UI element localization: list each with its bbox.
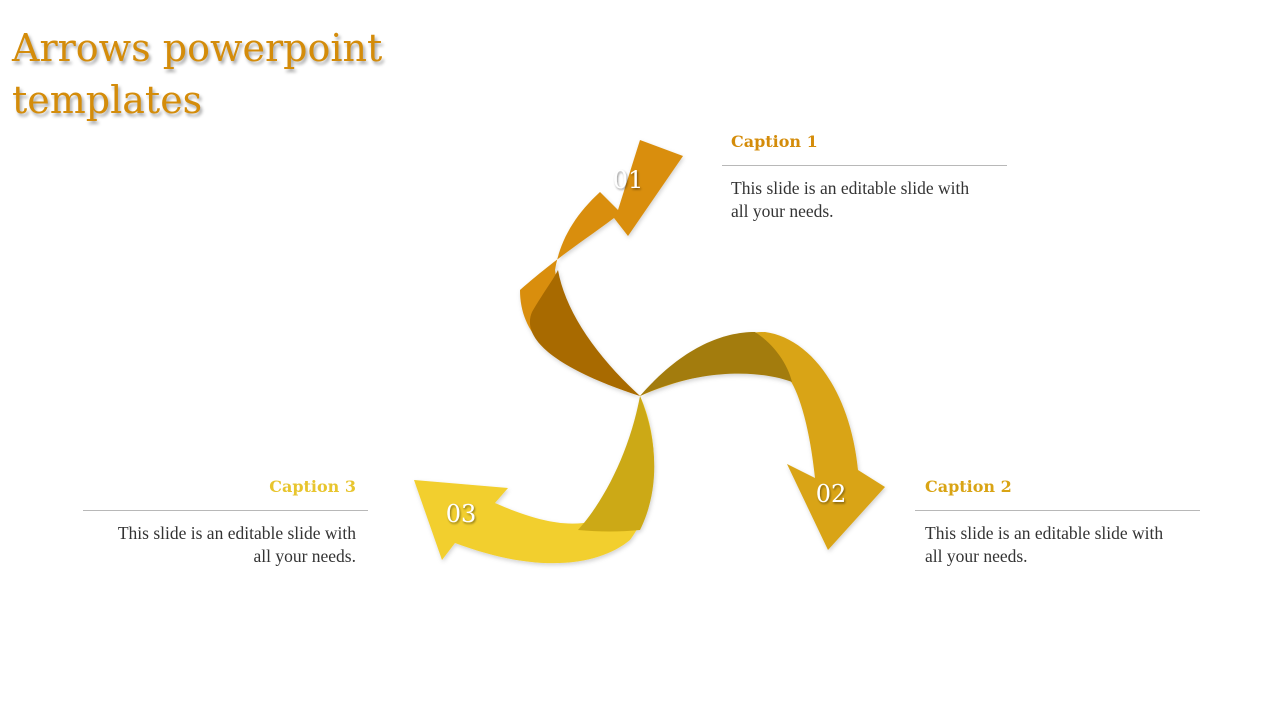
caption-2-divider (915, 510, 1200, 511)
slide-title: Arrows powerpoint templates (12, 26, 383, 122)
arrow-02-body (640, 332, 885, 550)
caption-1-title: Caption 1 (731, 132, 818, 151)
caption-2-block: Caption 2 This slide is an editable slid… (915, 476, 1200, 568)
caption-1-block: Caption 1 This slide is an editable slid… (722, 131, 1007, 223)
caption-2-title: Caption 2 (925, 477, 1012, 496)
arrow-03-number: 03 (446, 500, 477, 528)
caption-3-block: Caption 3 This slide is an editable slid… (83, 476, 368, 568)
arrow-03 (414, 396, 655, 564)
caption-1-divider (722, 165, 1007, 166)
arrow-01-number: 01 (613, 166, 644, 194)
caption-1-text: This slide is an editable slide with all… (731, 178, 970, 221)
arrow-01-fold (529, 270, 640, 396)
arrow-03-fold (578, 396, 655, 532)
arrow-02 (640, 332, 885, 550)
arrow-02-number: 02 (816, 480, 847, 508)
caption-2-text: This slide is an editable slide with all… (925, 523, 1164, 566)
caption-3-divider (83, 510, 368, 511)
arrow-02-fold (640, 332, 792, 396)
caption-3-text: This slide is an editable slide with all… (117, 523, 356, 566)
arrow-01 (520, 140, 683, 396)
caption-3-title: Caption 3 (269, 477, 356, 496)
